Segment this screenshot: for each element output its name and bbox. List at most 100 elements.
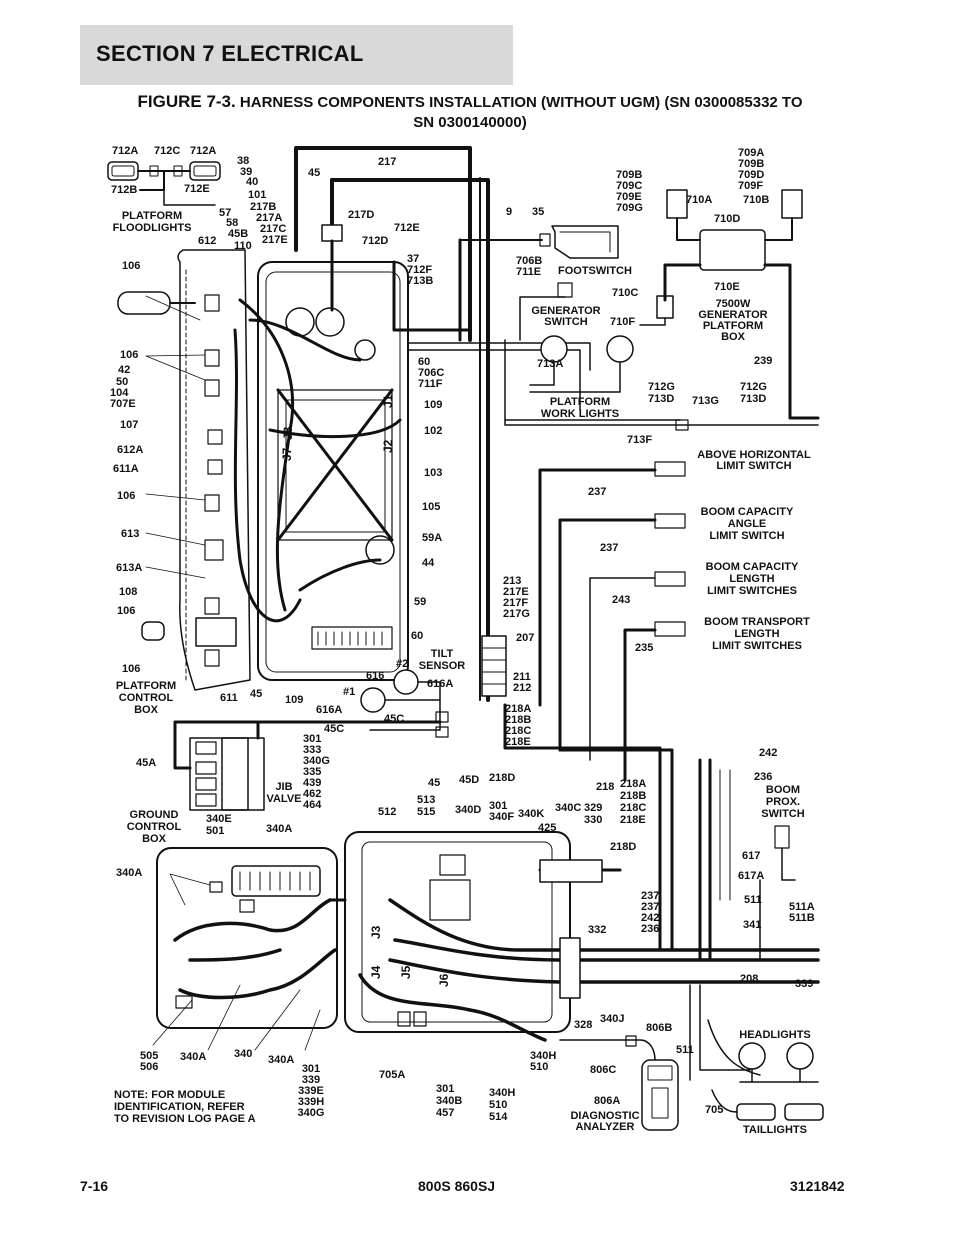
stack-w-2: 339E — [298, 1085, 324, 1097]
callout-stack-b-0: 57 — [219, 207, 231, 219]
c340a-top: 340A — [266, 823, 292, 835]
connector-j8: J8 — [281, 426, 295, 440]
stack-l-0: 211 — [513, 671, 531, 683]
c611: 611 — [220, 692, 238, 704]
headlights: HEADLIGHTS — [739, 1029, 811, 1041]
stack-n-4: 439 — [303, 777, 321, 789]
c242: 242 — [759, 747, 777, 759]
c217d: 217D — [348, 209, 374, 221]
0: #2 — [396, 658, 408, 670]
boom-transport-length-2: LIMIT SWITCHES — [712, 640, 802, 652]
c713f: 713F — [627, 434, 652, 446]
boom-capacity-length-2: LIMIT SWITCHES — [707, 585, 797, 597]
callout-stack-c-2: 217E — [262, 234, 288, 246]
stack-s-1: 330 — [584, 814, 602, 826]
connector-j5: J5 — [399, 965, 413, 979]
connector-j4: J4 — [369, 965, 383, 979]
callout-left-side-2: 42 — [118, 364, 130, 376]
c103: 103 — [424, 467, 442, 479]
c710c: 710C — [612, 287, 638, 299]
callout-left-side-8: 611A — [113, 463, 139, 475]
c340j: 340J — [600, 1013, 624, 1025]
stack-k-0: 213 — [503, 575, 521, 587]
connector-j1: J1 — [381, 394, 395, 408]
note-1: IDENTIFICATION, REFER — [114, 1101, 245, 1113]
c109a: 109 — [424, 399, 442, 411]
diagram-labels: PLATFORMFLOODLIGHTSFOOTSWITCHGENERATORSW… — [110, 145, 815, 1136]
boom-capacity-angle-1: ANGLE — [728, 518, 767, 530]
stack-i-1: 713D — [740, 393, 766, 405]
stack-t-0: 511A — [789, 901, 815, 913]
c59: 59 — [414, 596, 426, 608]
callout-left-side-5: 707E — [110, 398, 136, 410]
callout-left-side-0: 106 — [122, 260, 140, 272]
stack-y-2: 457 — [436, 1107, 454, 1119]
c806c: 806C — [590, 1064, 616, 1076]
ground-control-box-2: BOX — [142, 833, 167, 845]
c236: 236 — [754, 771, 772, 783]
c45c-r: 45C — [384, 713, 404, 725]
callout-left-side-14: 106 — [122, 663, 140, 675]
stack-v-0: 505 — [140, 1050, 158, 1062]
c612: 612 — [198, 235, 216, 247]
c616a-r: 616A — [427, 678, 453, 690]
c60: 60 — [411, 630, 423, 642]
stack-y-1: 340B — [436, 1095, 462, 1107]
c710b: 710B — [743, 194, 769, 206]
stack-z-1: 510 — [489, 1099, 507, 1111]
c340d: 340D — [455, 804, 481, 816]
stack-v-1: 506 — [140, 1061, 158, 1073]
boom-capacity-length-1: LENGTH — [729, 573, 774, 585]
diagnostic-analyzer-0: DIAGNOSTIC — [570, 1110, 639, 1122]
stack-k-1: 217E — [503, 586, 529, 598]
c511-b: 511 — [676, 1044, 694, 1056]
c616: 616 — [366, 670, 384, 682]
callout-left-side-1: 106 — [120, 349, 138, 361]
callout-stack-a-4: 217B — [250, 201, 276, 213]
c339: 339 — [795, 978, 813, 990]
stack-f-0: 709A — [738, 147, 764, 159]
generator-box-1: GENERATOR — [698, 309, 767, 321]
stack-m-1: 218B — [505, 714, 531, 726]
stack-n-0: 301 — [303, 733, 321, 745]
c710a: 710A — [686, 194, 712, 206]
callout-floodlight-bottom-0: 712B — [111, 184, 137, 196]
boom-transport-length-0: BOOM TRANSPORT — [704, 616, 810, 628]
platform-control-box-1: CONTROL — [119, 692, 174, 704]
callout-stack-a-1: 39 — [240, 166, 252, 178]
boom-prox-switch-0: BOOM — [766, 784, 800, 796]
stack-m-3: 218E — [505, 736, 531, 748]
stack-n-2: 340G — [303, 755, 330, 767]
c109b: 109 — [285, 694, 303, 706]
c340a-b2: 340A — [268, 1054, 294, 1066]
stack-e-1: 709C — [616, 180, 642, 192]
callout-stack-a-0: 38 — [237, 155, 249, 167]
boom-capacity-angle-0: BOOM CAPACITY — [701, 506, 794, 518]
figure-title-line2: SN 0300140000) — [413, 114, 527, 131]
stack-m-2: 218C — [505, 725, 531, 737]
figure-title: FIGURE 7-3. HARNESS COMPONENTS INSTALLAT… — [100, 92, 840, 133]
stack-j-0: 60 — [418, 356, 430, 368]
connector-j6: J6 — [437, 973, 451, 987]
stack-o-0: 218A — [620, 778, 646, 790]
c237b: 237 — [600, 542, 618, 554]
section-title: SECTION 7 ELECTRICAL — [96, 41, 364, 66]
figure-label: FIGURE 7-3. — [137, 92, 236, 111]
c617a: 617A — [738, 870, 764, 882]
footswitch: FOOTSWITCH — [558, 265, 632, 277]
stack-f-2: 709D — [738, 169, 764, 181]
c340: 340 — [234, 1048, 252, 1060]
callout-left-side-9: 106 — [117, 490, 135, 502]
stack-e-0: 709B — [616, 169, 642, 181]
c243: 243 — [612, 594, 630, 606]
callout-left-side-10: 613 — [121, 528, 139, 540]
c45-top: 45 — [308, 167, 320, 179]
callout-left-side-4: 104 — [110, 387, 129, 399]
callout-floodlight-bottom-1: 712E — [184, 183, 210, 195]
c705: 705 — [705, 1104, 723, 1116]
stack-k-2: 217F — [503, 597, 528, 609]
generator-switch-1: SWITCH — [544, 316, 587, 328]
tilt-sensor-0: TILT — [431, 648, 454, 660]
c340a-left: 340A — [116, 867, 142, 879]
c511-a: 511 — [744, 894, 762, 906]
